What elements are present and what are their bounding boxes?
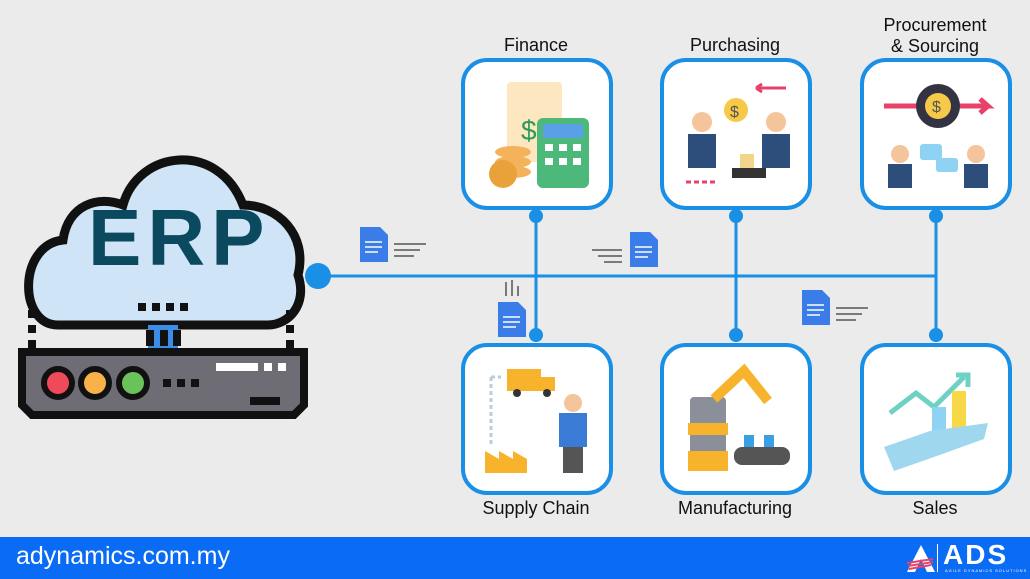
purchasing-people-icon: $ xyxy=(686,82,790,184)
manufacturing-label: Manufacturing xyxy=(677,498,793,518)
erp-label: ERP xyxy=(88,193,271,282)
supply-chain-truck-icon xyxy=(485,369,587,473)
procurement-label: Procurement & Sourcing xyxy=(835,15,1030,57)
ads-logo-mark-icon xyxy=(906,545,935,572)
erp-cloud-server-icon xyxy=(18,155,308,419)
logo-divider xyxy=(937,544,938,572)
supply-chain-module[interactable] xyxy=(461,343,613,495)
procurement-module[interactable]: $ xyxy=(860,58,1012,210)
document-icon xyxy=(592,232,658,267)
robot-arm-icon xyxy=(688,363,790,471)
logo-text: ADS xyxy=(943,539,1009,570)
document-icon xyxy=(360,227,426,262)
svg-text:$: $ xyxy=(730,104,739,121)
ads-logo: ADS AGILE DYNAMICS SOLUTIONS xyxy=(905,539,1028,576)
footer-bar: adynamics.com.my ADS AGILE DYNAMICS SOLU… xyxy=(0,537,1030,579)
sales-module[interactable] xyxy=(860,343,1012,495)
finance-module[interactable]: $ xyxy=(461,58,613,210)
connector-lines xyxy=(305,209,943,342)
svg-text:$: $ xyxy=(521,115,537,146)
procurement-label-line1: Procurement xyxy=(883,15,987,35)
supply-chain-label: Supply Chain xyxy=(482,498,590,518)
website-link[interactable]: adynamics.com.my xyxy=(16,542,230,570)
logo-tagline: AGILE DYNAMICS SOLUTIONS xyxy=(945,568,1028,573)
procurement-gear-icon: $ xyxy=(884,84,995,188)
procurement-label-line2: & Sourcing xyxy=(890,36,980,56)
sales-label: Sales xyxy=(912,498,958,518)
finance-label: Finance xyxy=(503,35,569,55)
manufacturing-module[interactable] xyxy=(660,343,812,495)
document-icon xyxy=(802,290,868,325)
purchasing-module[interactable]: $ xyxy=(660,58,812,210)
finance-calculator-icon: $ xyxy=(489,82,589,188)
purchasing-label: Purchasing xyxy=(689,35,781,55)
document-icon xyxy=(498,280,526,337)
sales-growth-icon xyxy=(884,372,988,471)
svg-text:$: $ xyxy=(932,99,941,116)
